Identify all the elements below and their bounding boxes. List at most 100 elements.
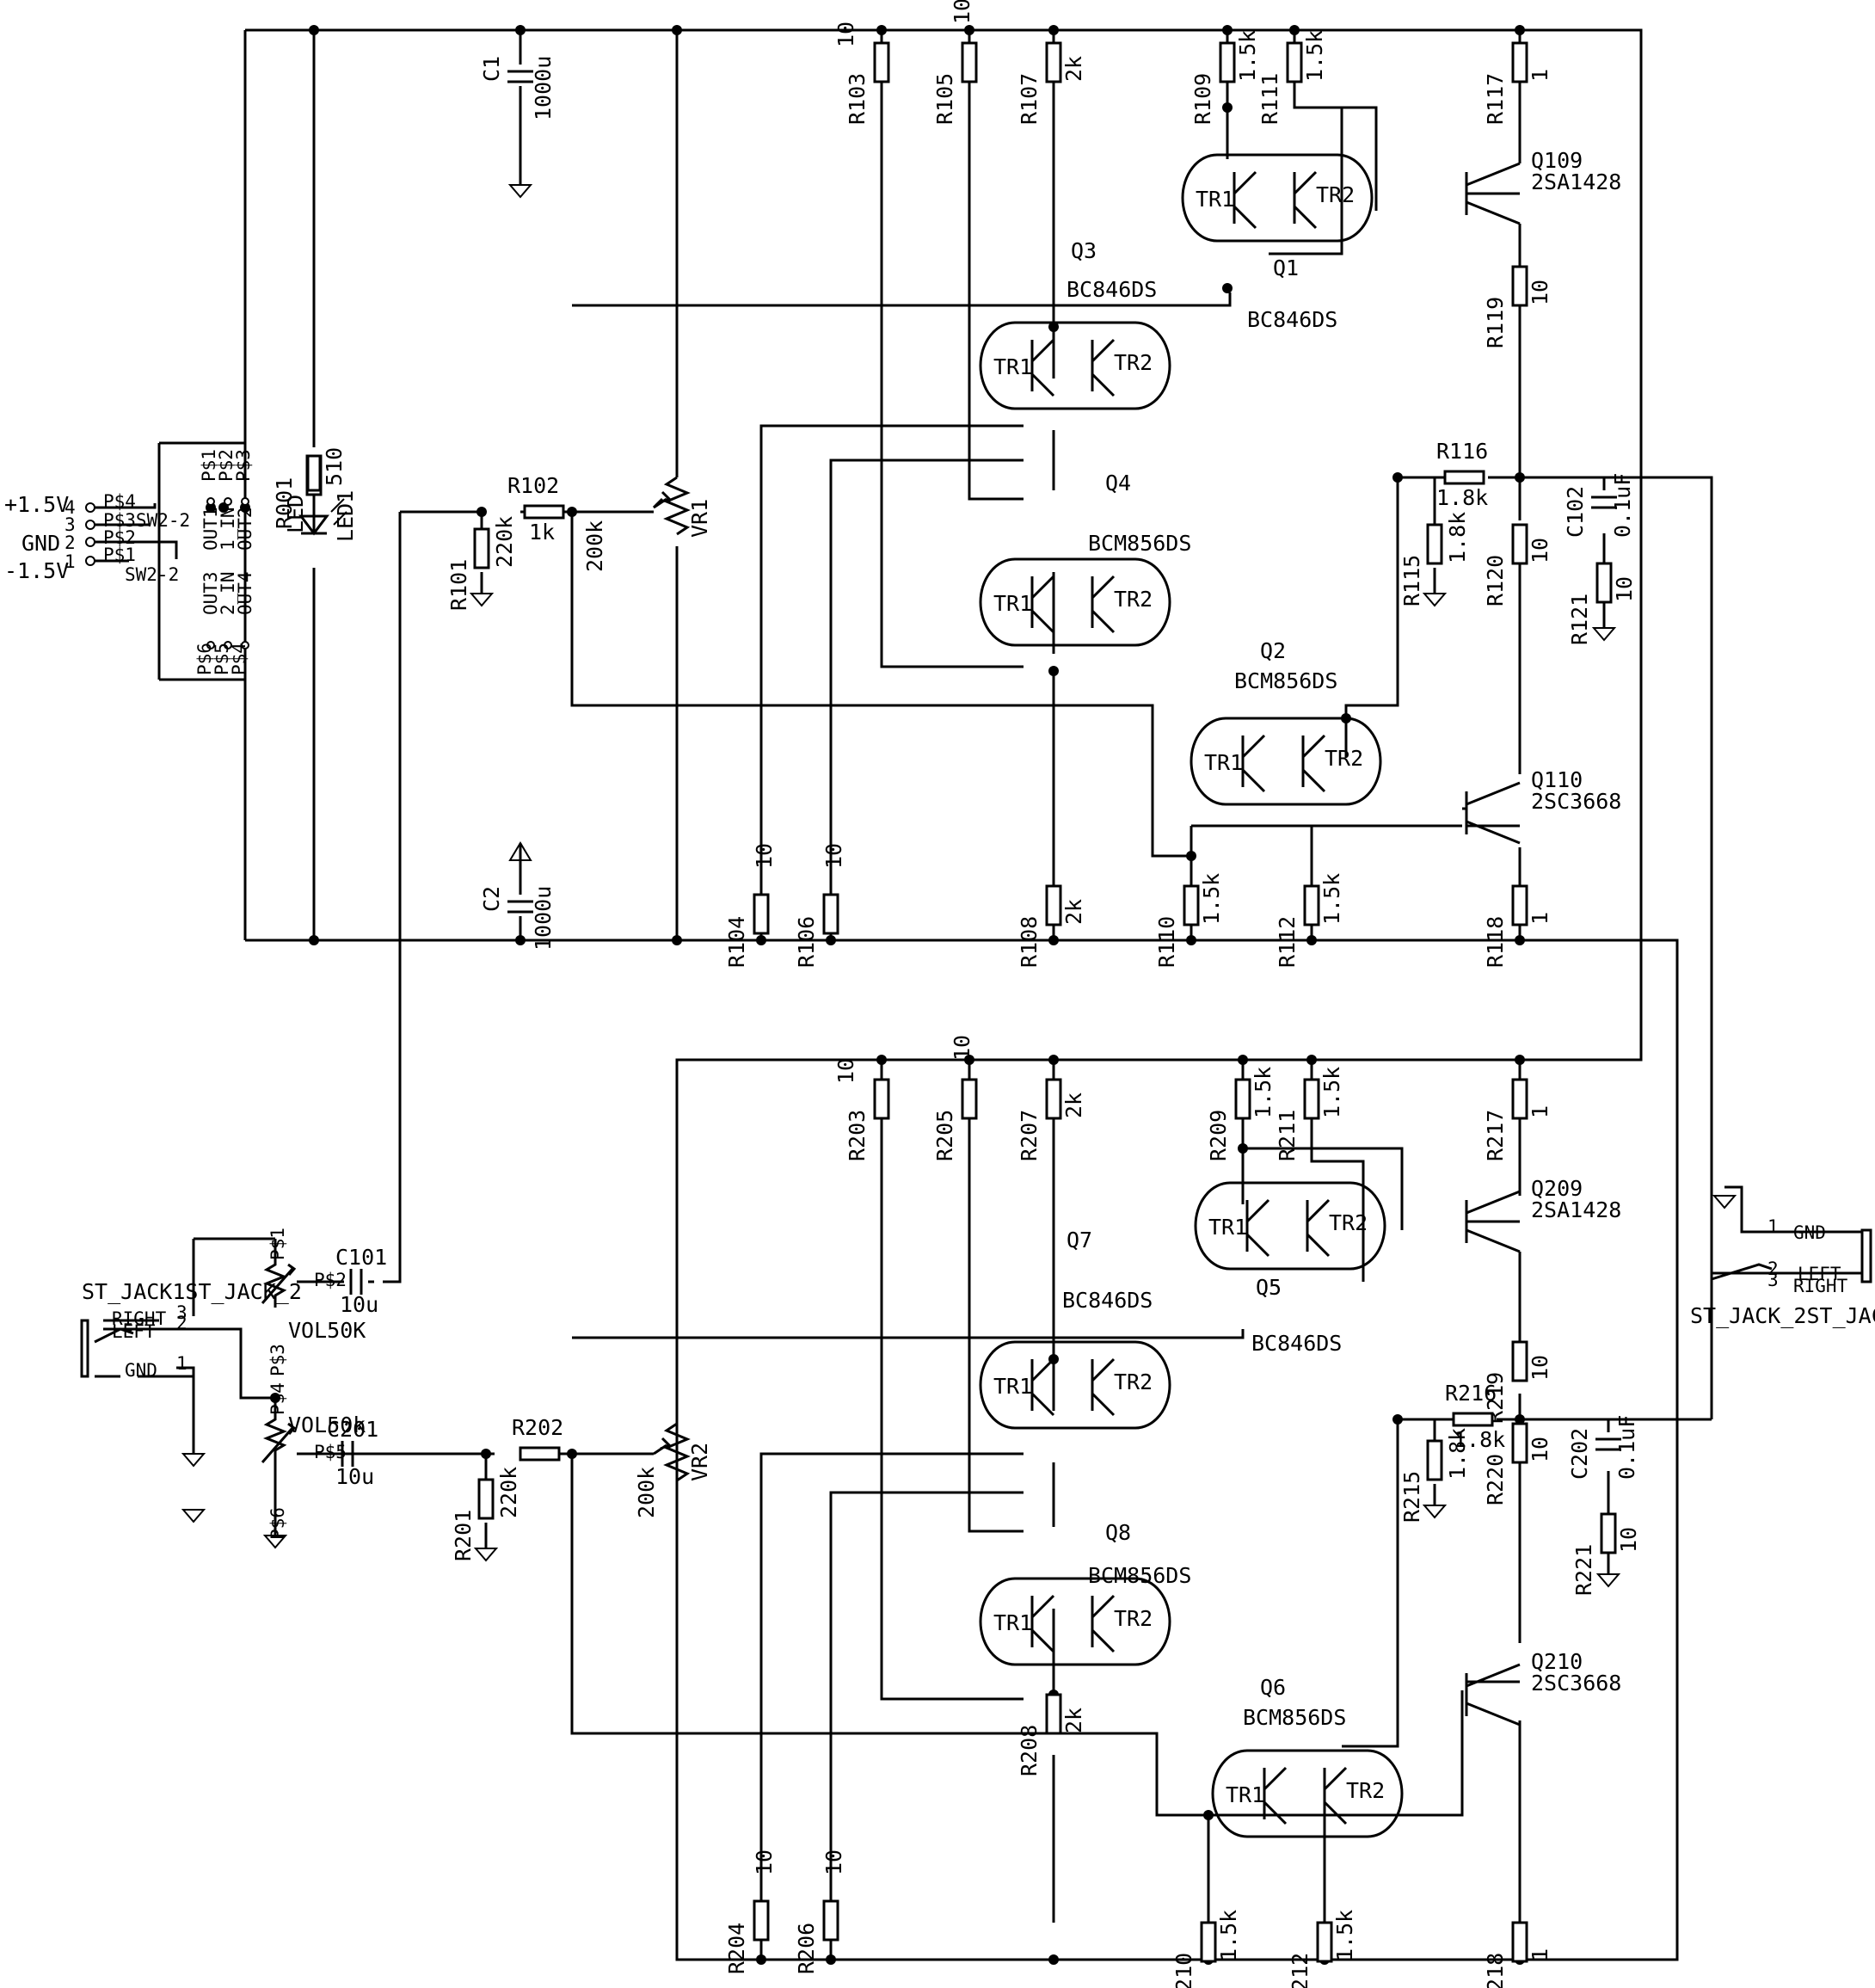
jack-right-left: LEFT [1798, 1264, 1841, 1284]
pin-num-2: 2 [65, 532, 76, 553]
resistor-ref: R110 [1154, 916, 1179, 968]
tr2-label: TR2 [1316, 182, 1355, 207]
resistor-value: 510 [322, 447, 347, 486]
tr1-label: TR1 [993, 1610, 1032, 1635]
jack-right-gnd: GND [1793, 1222, 1826, 1243]
resistor-ref: R208 [1017, 1725, 1042, 1776]
sw-2in: 2_IN [218, 571, 238, 615]
resistor-value: 1.8k [1454, 1427, 1505, 1452]
tr1-label: TR1 [993, 591, 1032, 616]
wires [95, 28, 1862, 1960]
pad-p3: P$3SW2-2 [103, 510, 190, 531]
vr2-value: 200k [634, 1467, 659, 1518]
transistor-part: 2SA1428 [1531, 169, 1621, 194]
transistor-ref: Q6 [1260, 1675, 1286, 1700]
resistor-ref: R112 [1275, 916, 1300, 968]
capacitor-ref: C2 [479, 886, 504, 912]
jack-right-pin1: 1 [1767, 1216, 1779, 1237]
transistor-part: BC846DS [1247, 307, 1337, 332]
pad-p4: P$4 [103, 491, 136, 512]
vol-label-2: VOL50k [288, 1413, 366, 1437]
resistor-value: 1.8k [1445, 1428, 1470, 1480]
resistor-value: 1.8k [1436, 485, 1488, 510]
resistor-value: 2k [1061, 899, 1086, 925]
jack-right-right: RIGHT [1793, 1276, 1848, 1296]
resistor-ref: R105 [932, 73, 957, 125]
resistor-ref: R207 [1017, 1110, 1042, 1161]
resistor-ref: R102 [507, 473, 559, 498]
ground-icon [262, 1535, 288, 1549]
pin-num-4: 4 [65, 497, 76, 518]
resistor-ref: R204 [724, 1923, 749, 1974]
led-name: LED1 [333, 490, 358, 542]
transistor-ref: Q109 [1531, 148, 1583, 173]
resistor-value: 10 [833, 1058, 858, 1084]
resistor-value: 2k [1061, 1092, 1086, 1118]
resistor-ref: R001 [272, 477, 297, 529]
resistor-value: 1 [1528, 69, 1552, 82]
power-connector: +1.5V GND -1.5V 4 3 2 1 P$4 P$3SW2-2 P$2… [4, 491, 190, 585]
ground-icon [1591, 627, 1617, 642]
resistor-value: 10 [1528, 280, 1552, 305]
resistor-value: 10 [1616, 1527, 1641, 1553]
vplus-arrow [508, 841, 532, 861]
jack-left: ST_JACK1ST_JACK_2 RIGHT LEFT GND 3 2 1 [80, 1279, 302, 1454]
resistor-value: 1.5k [1302, 30, 1327, 82]
capacitor-value: 0.1uF [1614, 1415, 1639, 1480]
resistor-ref: R211 [1275, 1110, 1300, 1161]
resistor-ref: R101 [446, 559, 471, 611]
vol-label-1: VOL50K [288, 1318, 366, 1343]
resistor-r110: R110 1.5k [1154, 873, 1224, 968]
led-d1: LED LED1 [283, 454, 358, 542]
jack-right-pin2: 2 [1767, 1259, 1779, 1279]
tr1-label: TR1 [993, 1374, 1032, 1399]
transistor-part: BC846DS [1251, 1331, 1342, 1356]
vol-p1: P$1 [267, 1228, 288, 1260]
resistor-ref: R107 [1017, 73, 1042, 125]
rail-minus: -1.5V [4, 558, 69, 583]
resistor-value: 1.5k [1199, 873, 1224, 925]
resistor-value: 1 [1528, 912, 1552, 925]
resistor-ref: R103 [845, 73, 870, 125]
resistor-r207: R207 2k [1017, 1078, 1086, 1161]
sw-1in: 1_IN [218, 507, 238, 551]
jack-left-label: ST_JACK1ST_JACK_2 [82, 1279, 302, 1304]
led-ref: LED [283, 495, 308, 533]
capacitor-value: 10u [340, 1292, 378, 1317]
sw-out2: OUT2 [235, 507, 255, 551]
resistor-value: 10 [1528, 538, 1552, 563]
resistor-ref: R104 [724, 916, 749, 968]
resistor-value: 1.5k [1251, 1067, 1276, 1118]
resistor-ref: R106 [794, 916, 819, 968]
jack-right-pin3: 3 [1767, 1270, 1779, 1290]
resistor-value: 2k [1061, 1708, 1086, 1733]
capacitor-value: 1000u [531, 886, 556, 951]
capacitor-ref: C201 [327, 1417, 378, 1442]
transistor-part: 2SA1428 [1531, 1197, 1621, 1222]
jack-left-pin3: 3 [176, 1302, 188, 1323]
vr1-ref: VR1 [687, 499, 712, 538]
transistor-ref: Q1 [1273, 255, 1299, 280]
transistor-ref: Q2 [1260, 638, 1286, 663]
jack-left-left: LEFT [112, 1321, 156, 1342]
